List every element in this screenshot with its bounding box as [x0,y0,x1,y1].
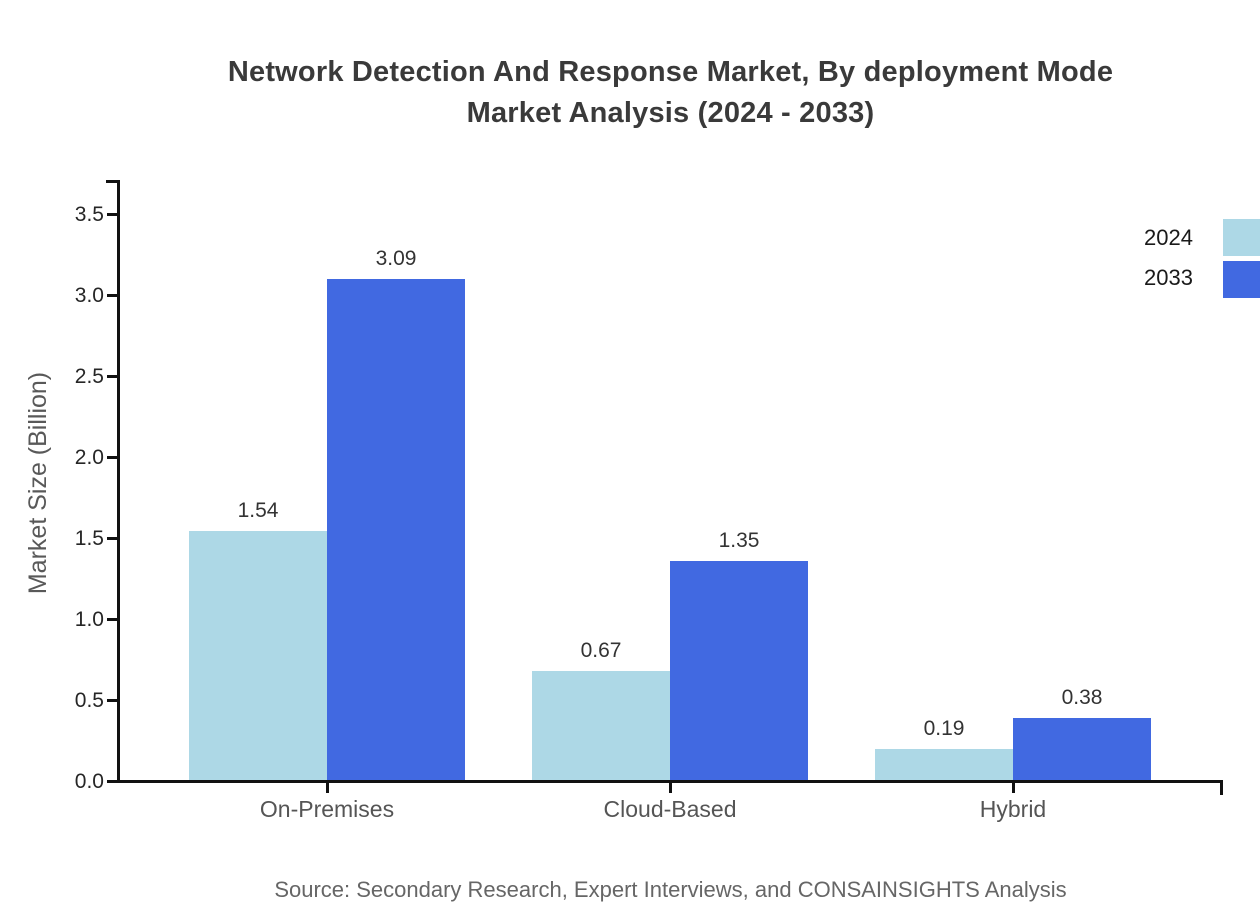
y-tick-label-2.0: 2.0 [74,445,104,469]
bar-2033-on-premises [327,279,465,780]
y-tick-1.5 [107,537,117,540]
x-axis-right-cap [1220,783,1223,795]
x-tick-cloud-based [668,783,672,793]
legend-label-2033: 2033 [1144,265,1193,290]
y-tick-label-0.5: 0.5 [74,688,104,712]
bar-2024-hybrid [875,749,1013,780]
bar-2033-hybrid [1013,718,1151,780]
category-label-hybrid: Hybrid [979,796,1047,822]
y-tick-label-3.0: 3.0 [74,283,104,307]
bar-value-2033-cloud-based: 1.35 [718,529,760,552]
y-axis-top-cap [106,180,120,183]
x-tick-on-premises [325,783,329,793]
y-tick-3.0 [107,294,117,297]
bar-2024-on-premises [189,531,327,780]
chart-title-line2: Market Analysis (2024 - 2033) [466,97,875,129]
y-tick-label-1.5: 1.5 [74,526,104,550]
x-axis-spine [110,780,1223,783]
bar-2024-cloud-based [532,671,670,780]
y-tick-2.5 [107,375,117,378]
x-tick-hybrid [1011,783,1015,793]
chart-title: Network Detection And Response Market, B… [118,52,1223,134]
bar-value-2024-on-premises: 1.54 [237,499,279,522]
bar-value-2033-on-premises: 3.09 [375,247,417,270]
source-note: Source: Secondary Research, Expert Inter… [274,877,1067,902]
y-tick-label-3.5: 3.5 [74,202,104,226]
y-tick-label-0.0: 0.0 [74,769,104,793]
category-label-cloud-based: Cloud-Based [603,796,737,822]
bar-value-2024-cloud-based: 0.67 [580,639,622,662]
bar-value-2024-hybrid: 0.19 [923,717,965,740]
y-tick-1.0 [107,618,117,621]
y-tick-3.5 [107,213,117,216]
legend-label-2024: 2024 [1144,224,1193,250]
y-tick-label-1.0: 1.0 [74,607,104,631]
y-tick-2.0 [107,456,117,459]
bar-value-2033-hybrid: 0.38 [1061,686,1103,709]
y-axis-spine [117,180,120,783]
bar-2033-cloud-based [670,561,808,780]
y-axis-title: Market Size (Billion) [24,371,52,595]
y-tick-0.0 [107,780,117,783]
legend-swatch-2033 [1223,260,1260,298]
chart-title-line1: Network Detection And Response Market, B… [227,56,1114,88]
y-tick-label-2.5: 2.5 [74,364,104,388]
category-label-on-premises: On-Premises [259,796,395,822]
y-tick-0.5 [107,699,117,702]
legend-swatch-2024 [1223,219,1260,256]
